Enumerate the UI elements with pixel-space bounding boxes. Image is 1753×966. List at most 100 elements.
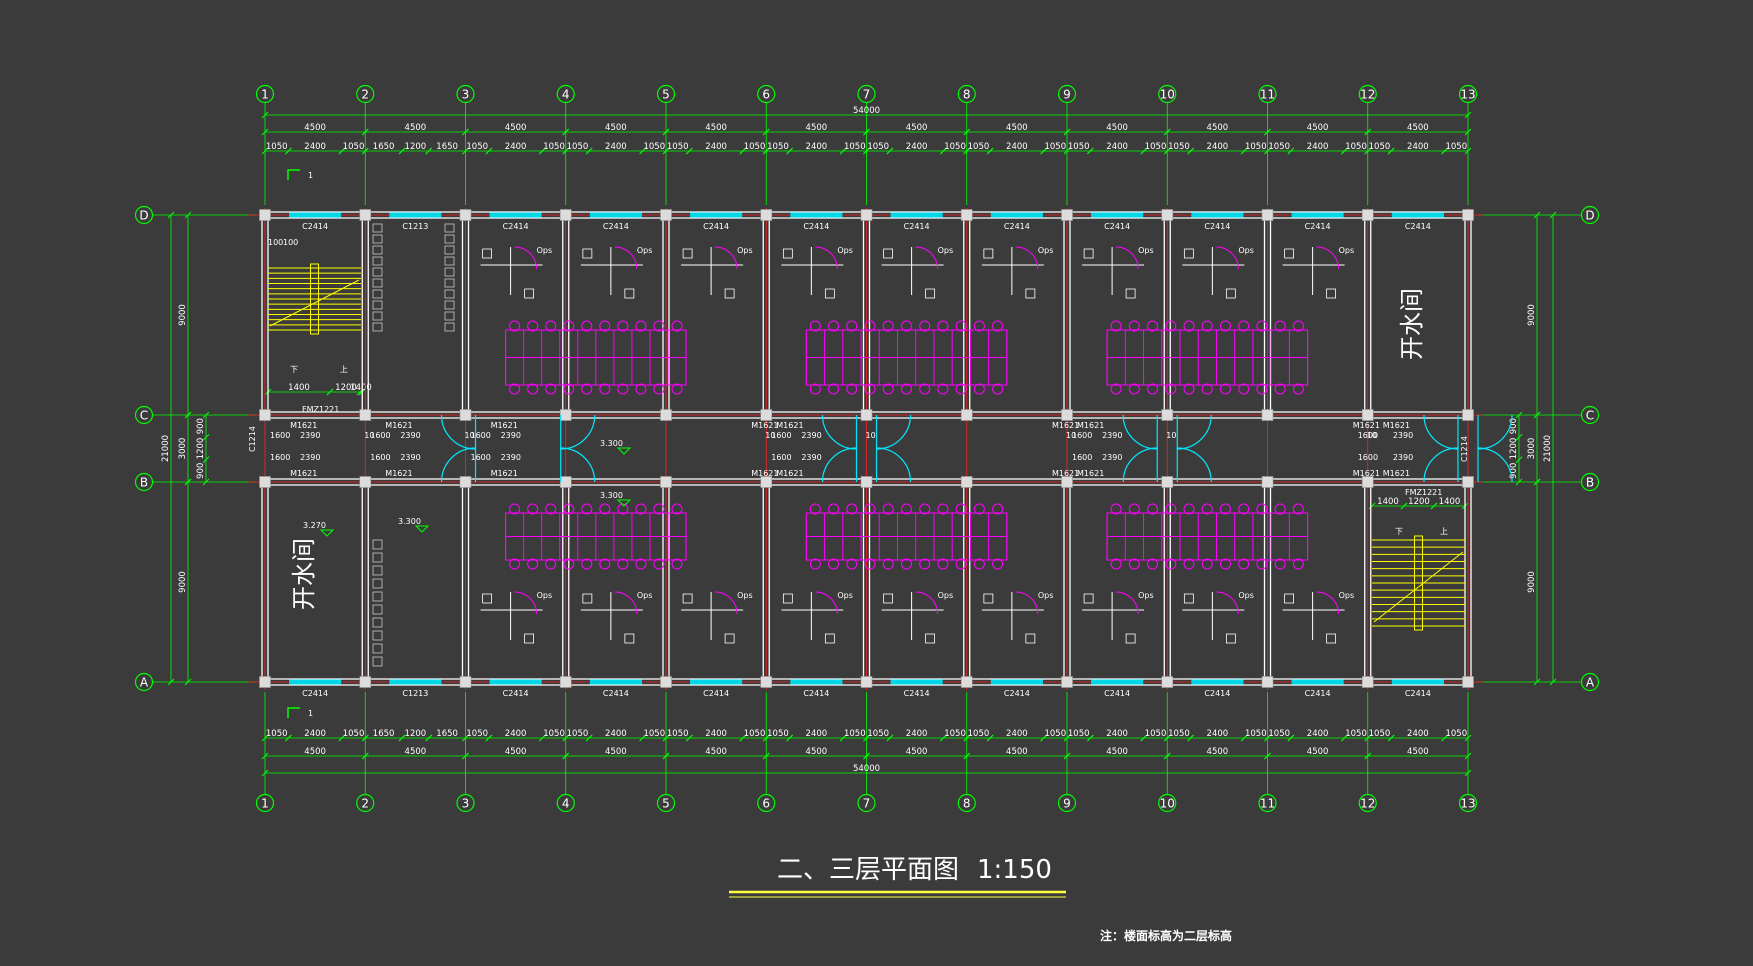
- chair: [635, 320, 647, 332]
- axis-bubble: [556, 793, 575, 813]
- dim-tick: [1063, 734, 1071, 742]
- desk: [1182, 247, 1245, 295]
- door-label: M1621: [776, 469, 803, 478]
- chair: [955, 383, 967, 395]
- chair: [864, 383, 876, 395]
- chair: [509, 503, 521, 515]
- dim-tick: [863, 752, 870, 760]
- door-swing: [1176, 447, 1212, 483]
- chair: [1256, 503, 1268, 515]
- chair: [955, 320, 967, 332]
- chair: [782, 248, 793, 259]
- chair: [1183, 503, 1195, 515]
- dim-tick: [963, 752, 971, 760]
- axis-bubble: [757, 793, 776, 813]
- dim-sub: 1050: [1369, 142, 1391, 152]
- chair: [617, 558, 629, 570]
- dim-tick: [1140, 734, 1148, 742]
- desk-curve: [514, 591, 538, 615]
- chair: [1292, 383, 1304, 395]
- dim-tick: [167, 678, 175, 686]
- axis-bubble: [1158, 793, 1177, 813]
- column: [259, 209, 271, 221]
- toilet-stall: [372, 643, 383, 654]
- elevation-symbol: [616, 447, 632, 455]
- dim-tick: [398, 147, 406, 155]
- chair: [1128, 320, 1140, 332]
- dim-tick: [1515, 456, 1523, 464]
- desk: [1082, 247, 1145, 295]
- window: [1191, 212, 1244, 218]
- column: [1361, 476, 1374, 488]
- toilet-stall: [444, 223, 455, 233]
- chair: [919, 320, 931, 332]
- window-label: C2414: [1204, 222, 1230, 231]
- door-dim: 1600: [471, 453, 491, 462]
- ops-label: Ops: [637, 246, 653, 255]
- axis-bubble: [134, 672, 154, 692]
- axis-bubble: [1580, 405, 1600, 425]
- door-dim-small: 10: [866, 431, 876, 440]
- chair: [955, 558, 967, 570]
- door-label: M1621: [1052, 421, 1079, 430]
- chair: [724, 633, 735, 644]
- chair: [1110, 503, 1122, 515]
- chair: [983, 593, 994, 604]
- dim-sub: 2400: [1006, 142, 1028, 152]
- chair: [1110, 320, 1122, 332]
- toilet-stall: [444, 278, 455, 288]
- axis-label: 13: [1460, 88, 1475, 102]
- stair-label: 上: [1440, 527, 1448, 536]
- chair: [581, 320, 593, 332]
- window: [790, 212, 843, 218]
- dim-tick: [1387, 147, 1395, 155]
- window-label: C2414: [302, 222, 328, 231]
- chair: [1201, 558, 1213, 570]
- dim-sub: 1050: [1345, 142, 1367, 152]
- chair: [973, 383, 985, 395]
- desk: [781, 247, 844, 295]
- desk: [781, 592, 844, 640]
- chair: [828, 320, 840, 332]
- axis-label: D: [1585, 209, 1594, 223]
- dim-total: 54000: [853, 106, 880, 116]
- dim-tick: [1464, 111, 1472, 119]
- chair: [635, 558, 647, 570]
- window: [990, 679, 1043, 685]
- dim-tick: [184, 211, 192, 219]
- ops-label: Ops: [537, 246, 553, 255]
- chair: [937, 320, 949, 332]
- chair: [1225, 288, 1236, 299]
- elevation-symbol: [319, 529, 335, 537]
- dim-tick: [285, 147, 292, 155]
- dim-tick: [986, 734, 994, 742]
- dim-bay: 4500: [906, 747, 928, 757]
- ops-label: Ops: [1339, 591, 1355, 600]
- dim-corridor: 900: [1509, 463, 1519, 479]
- dim-tick: [1441, 734, 1448, 742]
- axis-label: 7: [863, 88, 871, 102]
- chair: [1110, 383, 1122, 395]
- axis-bubble: [134, 405, 154, 425]
- dim-tick: [1368, 502, 1376, 510]
- column: [1061, 209, 1073, 221]
- chair: [1292, 503, 1304, 515]
- toilet-stall: [372, 656, 383, 667]
- desk: [681, 592, 744, 640]
- window-label: C2414: [302, 689, 328, 698]
- chair: [864, 558, 876, 570]
- chair: [992, 320, 1004, 332]
- dim-sub: 2400: [304, 142, 326, 152]
- walls: [259, 209, 1474, 688]
- chair: [1219, 383, 1231, 395]
- dim-sub: 1050: [543, 142, 565, 152]
- dim-sub: 1050: [1044, 729, 1066, 739]
- chair: [1147, 320, 1159, 332]
- chair: [1256, 320, 1268, 332]
- chair: [1201, 383, 1213, 395]
- dim-bay: 4500: [705, 123, 727, 133]
- desk-curve: [1015, 591, 1039, 615]
- column: [960, 409, 973, 421]
- chair: [671, 558, 683, 570]
